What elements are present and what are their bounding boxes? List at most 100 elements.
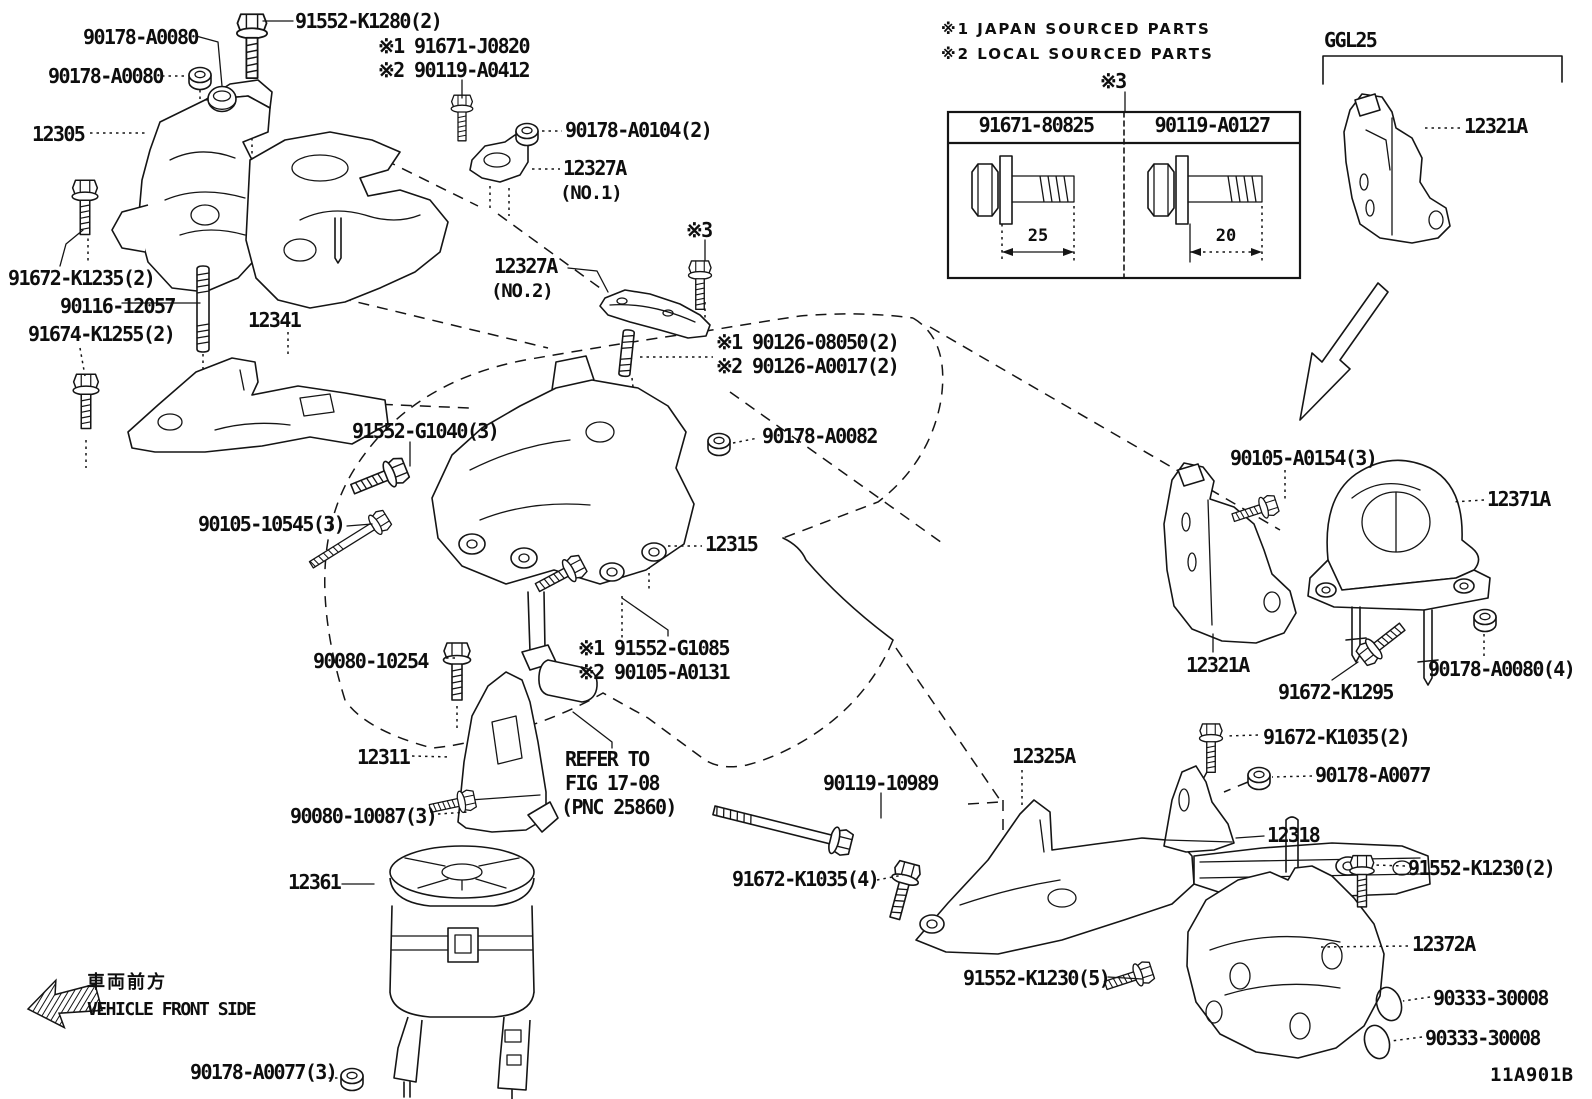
callout-90119-10989: 90119-10989 xyxy=(823,771,939,795)
engine-mounting-parts xyxy=(111,79,1491,1099)
table-ref-mark: ※3 xyxy=(1100,69,1127,93)
callout-91552-K1230-5: 91552-K1230(5) xyxy=(963,966,1111,990)
vehicle-front-label-en: VEHICLE FRONT SIDE xyxy=(87,999,257,1020)
callout-12315: 12315 xyxy=(705,532,759,556)
bolt-icon xyxy=(72,373,100,430)
callout-91672-K1295: 91672-K1295 xyxy=(1278,680,1394,704)
callout-90333-30008-b: 90333-30008 xyxy=(1425,1026,1541,1050)
bolt-icon xyxy=(709,796,855,859)
callout-90105-10545: 90105-10545(3) xyxy=(198,512,346,536)
callout-12361: 12361 xyxy=(288,870,342,894)
part-12321A-mid-drawing xyxy=(1163,462,1297,644)
callout-12318: 12318 xyxy=(1267,823,1321,847)
part-12361-drawing xyxy=(389,845,535,1099)
callout-90178-A0080-b: 90178-A0080 xyxy=(48,64,164,88)
bolt-icon xyxy=(1353,616,1411,669)
callout-91672-K1035-2: 91672-K1035(2) xyxy=(1263,725,1411,749)
nut-icon xyxy=(515,122,539,147)
callout-90080-10254: 90080-10254 xyxy=(313,649,429,673)
dimension-20: 20 xyxy=(1215,226,1237,246)
callout-90333-30008-a: 90333-30008 xyxy=(1433,986,1549,1010)
bolt-icon xyxy=(687,260,713,311)
note-japan-sourced: ※1 JAPAN SOURCED PARTS xyxy=(941,20,1211,38)
part-12372A-drawing xyxy=(1186,816,1385,1059)
refer-note-line1: REFER TO xyxy=(565,747,650,771)
stud-icon xyxy=(617,328,636,378)
drawing-number: 11A901B xyxy=(1490,1064,1574,1086)
o-ring-icon xyxy=(1359,1021,1395,1063)
variant-bracket-line xyxy=(1322,55,1563,85)
callout-90119-A0412: ※2 90119-A0412 xyxy=(378,58,531,82)
callout-91552-G1040: 91552-G1040(3) xyxy=(352,419,500,443)
table-header-90119-A0127: 90119-A0127 xyxy=(1154,113,1271,137)
refer-note-line2: FIG 17-08 xyxy=(565,771,661,795)
callout-90080-10087: 90080-10087(3) xyxy=(290,804,438,828)
bolt-icon xyxy=(235,13,269,80)
part-12371A-drawing xyxy=(1307,459,1491,686)
bolt-icon xyxy=(346,454,412,503)
callout-90178-A0077: 90178-A0077 xyxy=(1315,763,1431,787)
callout-91671-J0820: ※1 91671-J0820 xyxy=(378,34,531,58)
callout-12305: 12305 xyxy=(32,122,86,146)
callout-90126-08050: ※1 90126-08050(2) xyxy=(716,330,900,354)
part-12327A-no2-drawing xyxy=(599,289,711,339)
callout-90126-A0017: ※2 90126-A0017(2) xyxy=(716,354,900,378)
callout-12327A-no2: 12327A xyxy=(494,254,558,278)
nut-icon xyxy=(707,432,731,457)
refer-note-line3: (PNC 25860) xyxy=(561,795,677,819)
callout-90105-A0154: 90105-A0154(3) xyxy=(1230,446,1378,470)
callout-90116-12057: 90116-12057 xyxy=(60,294,176,318)
callout-ref3-mid: ※3 xyxy=(686,218,713,242)
mounting-bracket-top-drawing xyxy=(245,131,449,309)
callout-91674-K1255: 91674-K1255(2) xyxy=(28,322,176,346)
callout-90178-A0104: 90178-A0104(2) xyxy=(565,118,713,142)
part-12341-drawing xyxy=(127,357,389,453)
callout-12327A-no2-sub: (NO.2) xyxy=(491,280,554,302)
callout-91552-K1230-2: 91552-K1230(2) xyxy=(1408,856,1556,880)
callout-12321A-mid: 12321A xyxy=(1186,653,1250,677)
bolt-icon xyxy=(880,858,924,923)
callout-91672-K1035-4: 91672-K1035(4) xyxy=(732,867,880,891)
callout-12327A-no1: 12327A xyxy=(563,156,627,180)
callout-12321A-top: 12321A xyxy=(1464,114,1528,138)
callout-91672-K1235: 91672-K1235(2) xyxy=(8,266,156,290)
callout-12311: 12311 xyxy=(357,745,411,769)
callout-12325A: 12325A xyxy=(1012,744,1076,768)
callout-90178-A0082: 90178-A0082 xyxy=(762,424,878,448)
sensor-25860-drawing xyxy=(521,591,598,703)
callout-90105-A0131: ※2 90105-A0131 xyxy=(578,660,731,684)
note-local-sourced: ※2 LOCAL SOURCED PARTS xyxy=(941,45,1214,63)
callout-12341: 12341 xyxy=(248,308,302,332)
leader-lines xyxy=(59,20,1485,1079)
part-12321A-top-drawing xyxy=(1343,93,1451,244)
bolt-icon xyxy=(1198,723,1224,774)
variant-pointer-arrow-icon xyxy=(1299,282,1389,421)
table-header-91671-80825: 91671-80825 xyxy=(978,113,1095,137)
callout-12371A: 12371A xyxy=(1487,487,1551,511)
vehicle-front-label-jp: 車両前方 xyxy=(87,972,167,993)
dimension-25: 25 xyxy=(1027,226,1049,246)
callout-12327A-no1-sub: (NO.1) xyxy=(560,182,623,204)
bolt-icon xyxy=(442,642,472,701)
nut-icon xyxy=(1247,766,1271,791)
cap-nut-icon xyxy=(207,85,237,113)
bolt-icon xyxy=(71,179,99,236)
bolt-icon xyxy=(450,94,474,142)
variant-code-label: GGL25 xyxy=(1324,28,1378,52)
callout-90178-A0080-a: 90178-A0080 xyxy=(83,25,199,49)
callout-90178-A0080-4: 90178-A0080(4) xyxy=(1428,657,1576,681)
nut-icon xyxy=(1473,608,1497,633)
stud-icon xyxy=(196,265,210,353)
callout-91552-K1280: 91552-K1280(2) xyxy=(295,9,443,33)
callout-90178-A0077-3: 90178-A0077(3) xyxy=(190,1060,338,1084)
callout-91552-G1085: ※1 91552-G1085 xyxy=(578,636,731,660)
callout-12372A: 12372A xyxy=(1412,932,1476,956)
part-12327A-no1-drawing xyxy=(469,134,529,183)
nut-icon xyxy=(340,1067,364,1092)
part-12311-drawing xyxy=(457,671,559,833)
nut-icon xyxy=(188,66,212,91)
part-12318-drawing xyxy=(1163,765,1235,853)
vehicle-front-arrow-icon xyxy=(26,978,104,1030)
